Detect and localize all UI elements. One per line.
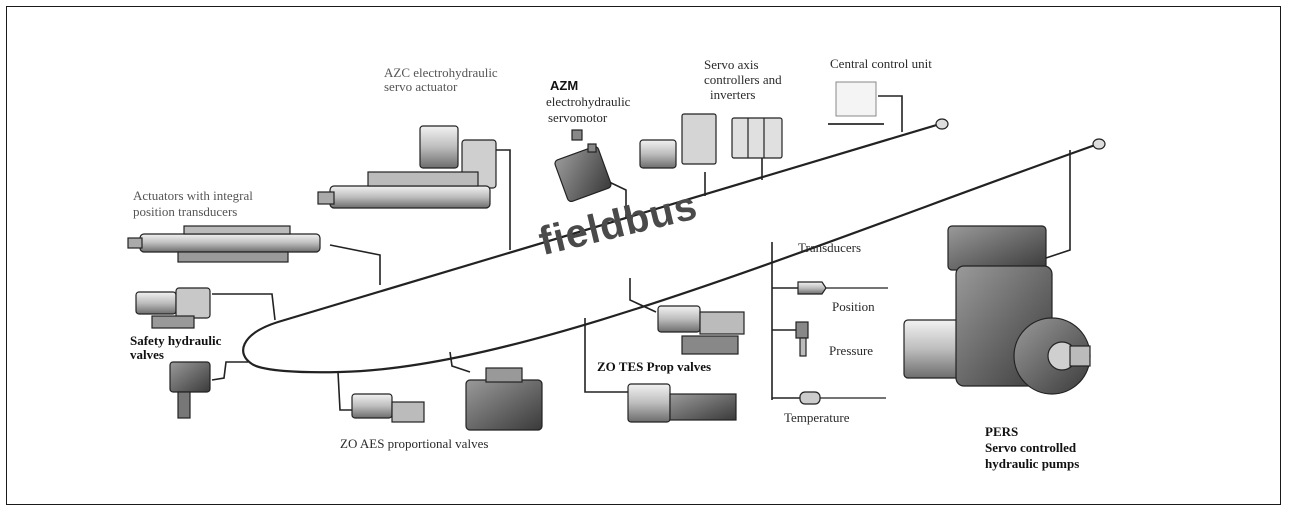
safety-label-line2: valves (130, 347, 164, 362)
azc-label-line2: servo actuator (384, 79, 458, 94)
position-actuators-image (127, 225, 321, 263)
actuators-label-line1: Actuators with integral (133, 188, 253, 203)
diagram-frame (6, 6, 1281, 505)
azm-label-line3: servomotor (548, 110, 608, 125)
zo-aes-valves-image (351, 367, 543, 431)
safety-valves-image (135, 287, 211, 419)
pers-pump-image (903, 225, 1091, 395)
transducer-sensors-image (795, 281, 888, 405)
central-control-unit-image (828, 81, 884, 125)
servo-controllers-image (639, 113, 783, 169)
zo-tes-label: ZO TES Prop valves (597, 359, 712, 374)
central-unit-label: Central control unit (830, 56, 932, 71)
azc-label-line1: AZC electrohydraulic (384, 65, 498, 80)
servo-label-line3: inverters (710, 87, 756, 102)
pressure-label: Pressure (829, 343, 874, 358)
azm-label-line1: AZM (550, 78, 579, 93)
pers-label-line1: PERS (985, 424, 1019, 439)
safety-label-line1: Safety hydraulic (130, 333, 222, 348)
pers-label-line3: hydraulic pumps (985, 456, 1080, 471)
zo-aes-label: ZO AES proportional valves (340, 436, 489, 451)
actuators-label-line2: position transducers (133, 204, 238, 219)
azm-servomotor-image (554, 129, 612, 203)
drop-lines (211, 95, 1071, 411)
cable-end-connectors (935, 118, 1106, 150)
zo-tes-valves-image (627, 305, 745, 423)
fieldbus-cable (242, 122, 1099, 374)
azc-actuator-image (317, 125, 497, 209)
transducers-label: Transducers (798, 240, 862, 255)
position-label: Position (832, 299, 875, 314)
servo-label-line1: Servo axis (704, 57, 759, 72)
pers-label-line2: Servo controlled (985, 440, 1077, 455)
temperature-label: Temperature (784, 410, 850, 425)
azm-label-line2: electrohydraulic (546, 94, 631, 109)
servo-label-line2: controllers and (704, 72, 782, 87)
